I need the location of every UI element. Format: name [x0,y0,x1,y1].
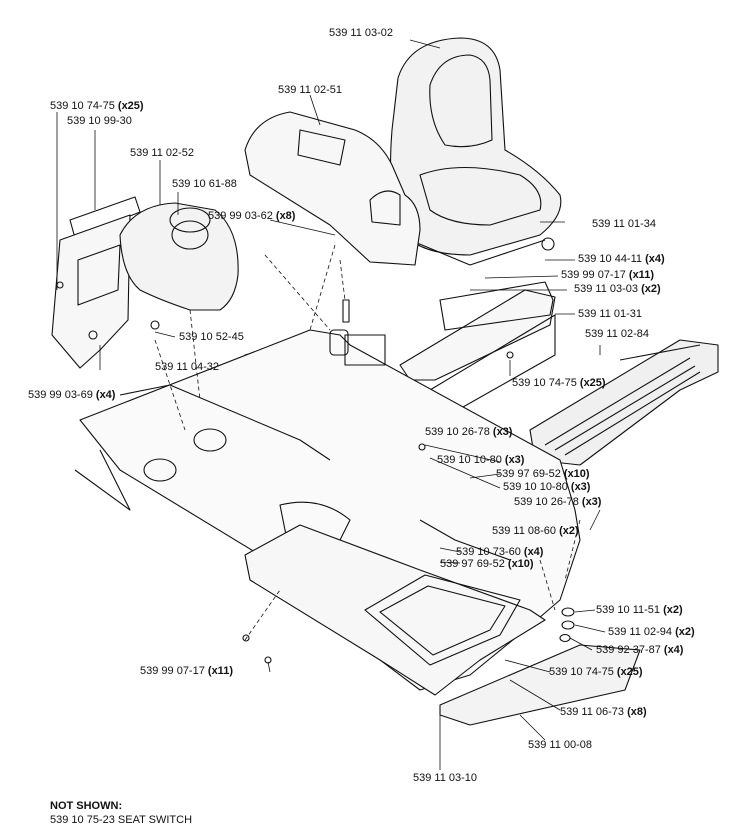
callout-539-11-00-08: 539 11 00-08 [528,739,593,751]
callout-539-99-07-17-lower: 539 99 07-17 (x11) [140,665,233,677]
front-pan-drawing [244,524,546,696]
callout-539-10-26-78: 539 10 26-78 (x3) [425,426,513,438]
rear-console-drawing [244,111,421,266]
callout-539-11-02-52: 539 11 02-52 [130,147,195,159]
callout-539-99-03-69: 539 99 03-69 (x4) [28,389,116,401]
callout-539-11-01-34: 539 11 01-34 [592,218,657,230]
callout-539-11-08-60: 539 11 08-60 (x2) [492,525,579,537]
callout-539-10-26-78-lower: 539 10 26-78 (x3) [514,496,602,508]
left-panel-drawing [51,196,141,369]
footrest-drawing [529,339,719,466]
callout-539-11-04-32: 539 11 04-32 [155,361,220,373]
callout-539-11-02-94: 539 11 02-94 (x2) [608,626,695,638]
callout-539-10-74-75-front: 539 10 74-75 (x25) [549,666,643,678]
callout-539-99-07-17: 539 99 07-17 (x11) [561,269,654,281]
callout-539-10-11-51: 539 10 11-51 (x2) [596,604,683,616]
washers-drawing [559,607,575,643]
callout-539-11-01-31: 539 11 01-31 [578,308,643,320]
callout-539-10-44-11: 539 10 44-11 (x4) [578,253,665,265]
callout-539-11-03-02: 539 11 03-02 [329,27,394,39]
callout-539-10-52-45: 539 10 52-45 [179,331,244,343]
callout-539-10-73-60: 539 10 73-60 (x4) [456,546,544,558]
callout-539-10-10-80: 539 10 10-80 (x3) [437,454,525,466]
callout-539-11-02-84: 539 11 02-84 [585,328,650,340]
callout-539-11-03-10: 539 11 03-10 [413,772,478,784]
callout-539-10-99-30: 539 10 99-30 [67,115,132,127]
callout-539-92-37-87: 539 92 37-87 (x4) [596,644,684,656]
callout-539-97-69-52: 539 97 69-52 (x10) [496,468,590,480]
callout-539-99-03-62: 539 99 03-62 (x8) [208,210,296,222]
callout-539-11-03-03: 539 11 03-03 (x2) [574,283,661,295]
callout-539-97-69-52-lower: 539 97 69-52 (x10) [440,558,534,570]
callout-539-11-02-51: 539 11 02-51 [278,84,343,96]
callout-539-11-06-73: 539 11 06-73 (x8) [560,706,647,718]
callout-539-10-61-88: 539 10 61-88 [172,178,237,190]
callout-539-10-74-75: 539 10 74-75 (x25) [50,100,144,112]
callout-539-10-74-75-right: 539 10 74-75 (x25) [512,377,606,389]
callout-539-10-10-80-lower: 539 10 10-80 (x3) [503,481,591,493]
not-shown-heading: NOT SHOWN: [50,800,123,812]
hardware-drawing [56,237,555,664]
not-shown-item: 539 10 75-23 SEAT SWITCH [50,814,193,824]
fuel-tank-drawing [119,202,239,311]
